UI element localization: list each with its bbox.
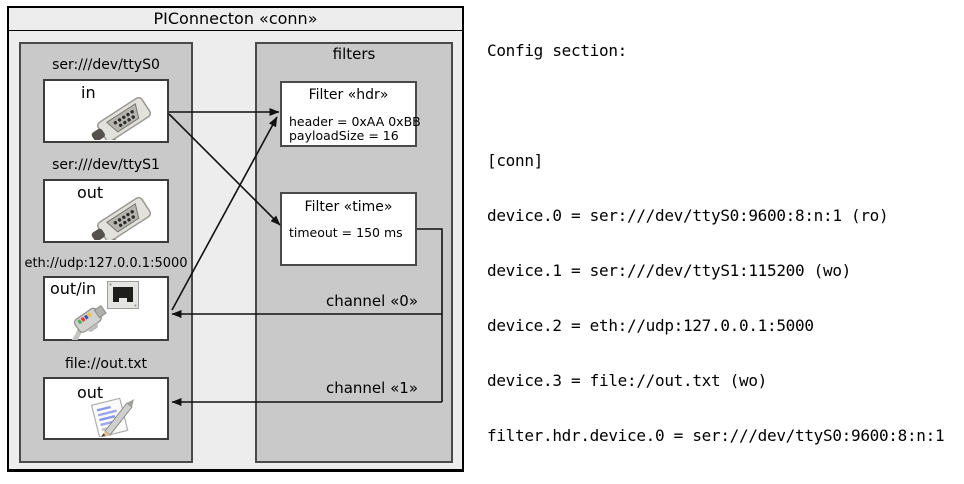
device-label-eth: eth://udp:127.0.0.1:5000 [24,256,188,271]
ethernet-jack-icon [107,281,139,309]
device-direction: out [77,383,104,402]
config-line: filter.hdr.device.1 = eth://udp:127.0.0.… [487,481,954,484]
filter-attr: timeout = 150 ms [289,225,403,240]
device-box-file: out [43,377,169,440]
config-line: [conn] [487,150,543,170]
config-line: filter.hdr.device.0 = ser:///dev/ttyS0:9… [487,425,945,445]
config-line: device.2 = eth://udp:127.0.0.1:5000 [487,315,814,335]
notes-file-icon [90,397,134,437]
filter-attr: payloadSize = 16 [289,128,399,143]
channel-0-label: channel «0» [325,292,418,310]
config-line: device.3 = file://out.txt (wo) [487,370,767,390]
device-direction: out/in [50,279,97,298]
config-panel: Config section: [conn] device.0 = ser://… [487,5,954,484]
config-line: device.1 = ser:///dev/ttyS1:115200 (wo) [487,260,851,280]
device-box-ttys1: out [43,179,169,243]
filter-box-time: Filter «time» timeout = 150 ms [280,192,417,266]
filter-attr: header = 0xAA 0xBB [289,114,421,129]
config-lines: [conn] device.0 = ser:///dev/ttyS0:9600:… [487,115,954,484]
device-box-eth: out/in [43,276,169,341]
ethernet-connector-icon [68,304,107,340]
serial-connector-icon [91,96,152,140]
device-box-ttys0: in [43,79,169,143]
serial-connector-icon [91,196,152,240]
config-line: device.0 = ser:///dev/ttyS0:9600:8:n:1 (… [487,205,889,225]
device-label-ttys1: ser:///dev/ttyS1 [52,157,160,173]
device-label-file: file://out.txt [64,356,148,372]
config-heading: Config section: [487,40,627,60]
filters-group-title: filters [332,45,376,63]
filter-box-hdr: Filter «hdr» header = 0xAA 0xBB payloadS… [280,81,421,147]
connection-title: PIConnecton «conn» [9,8,462,31]
device-direction: in [81,83,96,102]
filter-title-time: Filter «time» [304,199,393,215]
device-direction: out [77,183,104,202]
filter-title-hdr: Filter «hdr» [308,87,389,103]
channel-1-label: channel «1» [325,379,418,397]
device-label-ttys0: ser:///dev/ttyS0 [52,57,160,73]
